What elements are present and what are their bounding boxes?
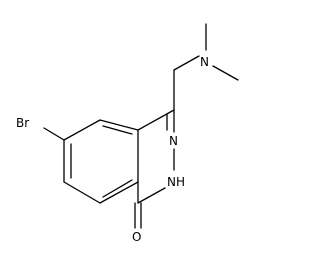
bond-c8-c8a-inner	[102, 179, 133, 198]
bond-c7-c8	[63, 181, 101, 204]
ring-nitrogen-label: N	[169, 134, 178, 148]
chemical-structure: Br N N NH O	[16, 23, 239, 244]
bromine-label: Br	[16, 116, 29, 130]
bonds	[43, 23, 239, 229]
bond-n-me2	[212, 65, 239, 81]
amine-nitrogen-label: N	[200, 55, 209, 69]
bond-c4a-c5-inner	[102, 125, 133, 135]
bond-c4a-c5	[99, 119, 139, 131]
atom-labels: Br N N NH O	[16, 55, 209, 244]
carbonyl-oxygen-label: O	[132, 230, 141, 244]
nh-label: NH	[167, 175, 185, 189]
bond-ch2-n	[173, 55, 200, 71]
bond-c6-br	[43, 127, 65, 141]
bond-n2-c1	[137, 187, 166, 204]
bond-c8-c8a	[99, 181, 139, 204]
bond-c4a-c4	[137, 109, 175, 131]
bond-c5-c6	[63, 119, 101, 141]
